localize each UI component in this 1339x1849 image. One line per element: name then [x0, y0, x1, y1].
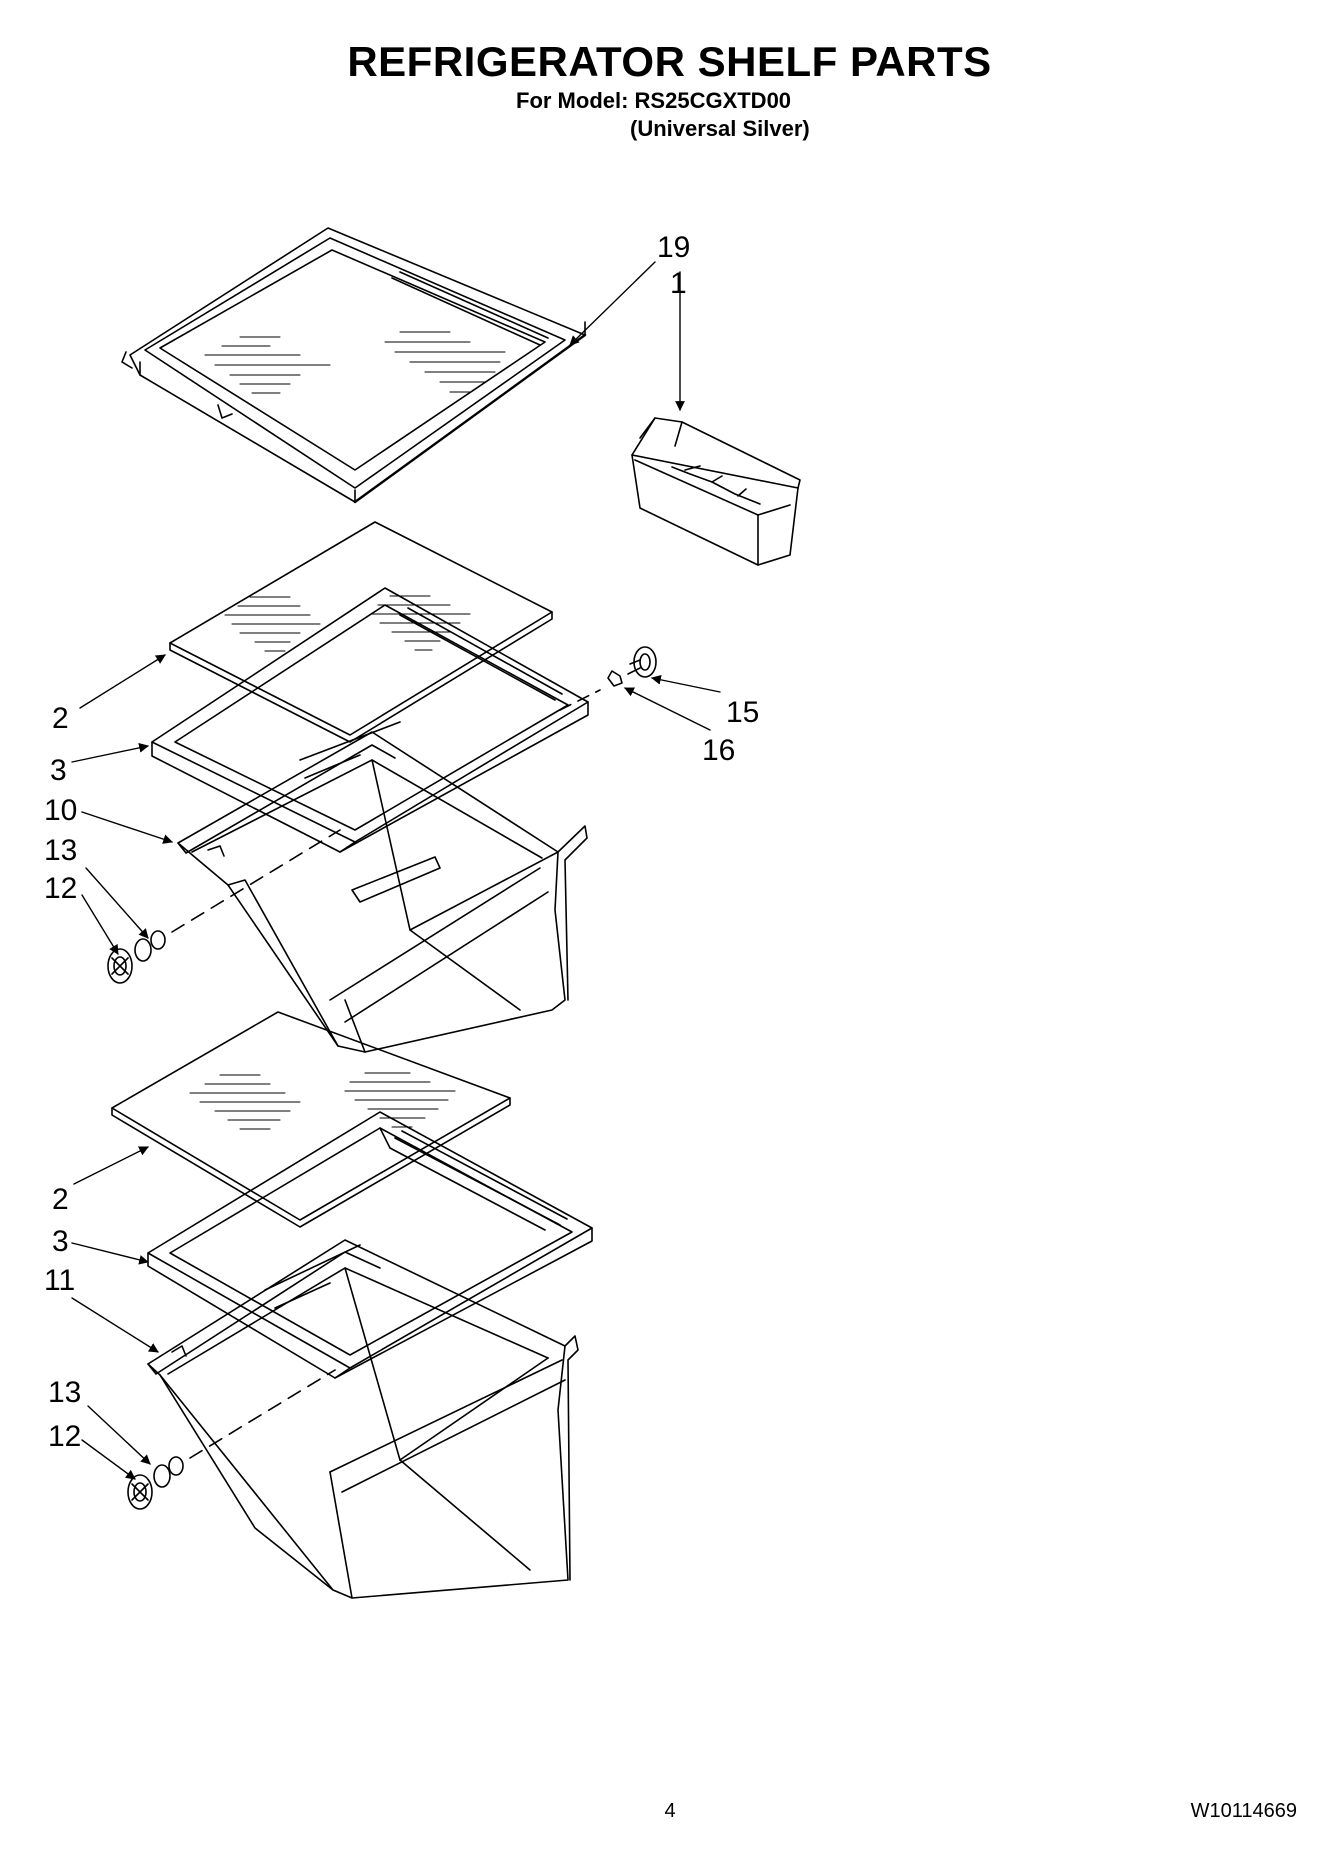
callout-12-upper: 12 — [44, 872, 77, 905]
callout-3-lower: 3 — [52, 1225, 69, 1258]
glass-panel-upper — [169, 521, 553, 743]
callout-15: 15 — [726, 696, 759, 729]
callout-16: 16 — [702, 734, 735, 767]
callout-11: 11 — [44, 1264, 75, 1297]
leader-arrows — [71, 261, 721, 1480]
callout-1: 1 — [670, 267, 687, 300]
shelf-frame-lower — [147, 1111, 593, 1379]
shelf-frame-upper — [151, 587, 589, 853]
callout-3-upper: 3 — [50, 754, 67, 787]
callout-labels: 19 1 2 3 10 13 12 15 16 2 3 11 13 12 — [44, 231, 759, 1453]
callout-10: 10 — [44, 794, 77, 827]
model-number: For Model: RS25CGXTD00 — [516, 88, 792, 113]
diagram-title: REFRIGERATOR SHELF PARTS — [347, 38, 992, 85]
fastener-15-16 — [559, 646, 657, 711]
callout-13-upper: 13 — [44, 834, 77, 867]
diagram-header: REFRIGERATOR SHELF PARTS For Model: RS25… — [0, 38, 1339, 148]
glass-hatch-marks — [204, 331, 506, 394]
callout-2-upper: 2 — [52, 702, 69, 735]
callout-13-lower: 13 — [48, 1376, 81, 1409]
model-variant: (Universal Silver) — [630, 116, 810, 141]
callout-19: 19 — [657, 231, 690, 264]
crisper-drawer-11 — [147, 1239, 579, 1599]
callout-2-lower: 2 — [52, 1183, 69, 1216]
top-shelf-assembly — [121, 227, 587, 504]
callout-12-lower: 12 — [48, 1420, 81, 1453]
drawer-slide-hardware-lower — [127, 1369, 336, 1510]
bin-part-1 — [631, 417, 801, 566]
glass-panel-lower — [111, 1011, 511, 1228]
page-number: 4 — [664, 1800, 676, 1822]
document-number: W10114669 — [1190, 1800, 1297, 1822]
drawer-slide-hardware-upper — [107, 829, 341, 984]
crisper-drawer-10 — [177, 731, 588, 1053]
